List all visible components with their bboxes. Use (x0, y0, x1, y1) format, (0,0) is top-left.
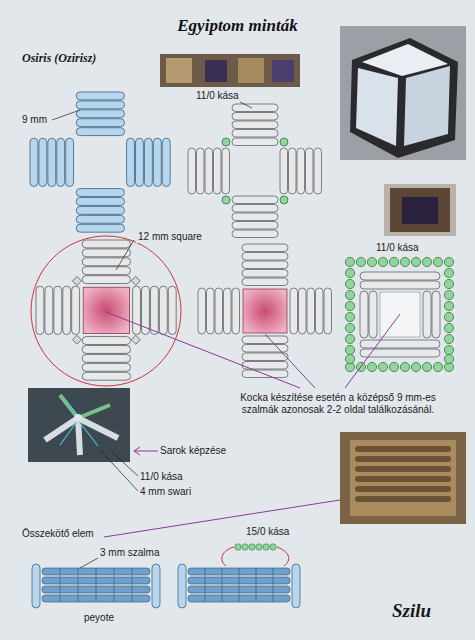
section-label: Összekötő elem (22, 528, 94, 540)
bugle-cross-blue (30, 92, 170, 232)
bead-label: 11/0 kása (140, 471, 183, 483)
leader-lines (52, 102, 252, 568)
purple-pointers (104, 312, 400, 537)
bead-label: 4 mm swari (140, 486, 191, 498)
corner-photo (28, 388, 130, 462)
pattern-name: Osiris (Ozirisz) (22, 52, 96, 64)
bead-label: 15/0 kása (246, 526, 289, 538)
cube-photo (340, 26, 466, 160)
bead-label: 11/0 kása (376, 242, 419, 254)
bracelet-photo (160, 54, 300, 87)
circle-outline (31, 236, 181, 386)
corner-label: Sarok képzése (160, 445, 226, 457)
bugle-cross-pink-center (36, 240, 176, 380)
peyote-piece (32, 564, 160, 608)
connector-photo (340, 432, 466, 524)
bead-label: 3 mm szalma (100, 547, 159, 559)
page-title: Egyiptom minták (0, 16, 475, 36)
dimension-label: 12 mm square (136, 231, 204, 243)
frame-photo (384, 184, 456, 236)
bead-label: 11/0 kása (196, 90, 239, 102)
bugle-cross-pink-center (198, 244, 332, 378)
technique-label: peyote (84, 612, 114, 624)
dimension-label: 9 mm (22, 114, 47, 126)
title-text: Egyiptom minták (174, 16, 300, 35)
bugle-cross-green-corners (188, 104, 322, 238)
peyote-piece (178, 544, 300, 608)
instruction-note: Kocka készítése esetén a középső 9 mm-es… (222, 392, 454, 416)
signature: Szilu (392, 600, 431, 622)
